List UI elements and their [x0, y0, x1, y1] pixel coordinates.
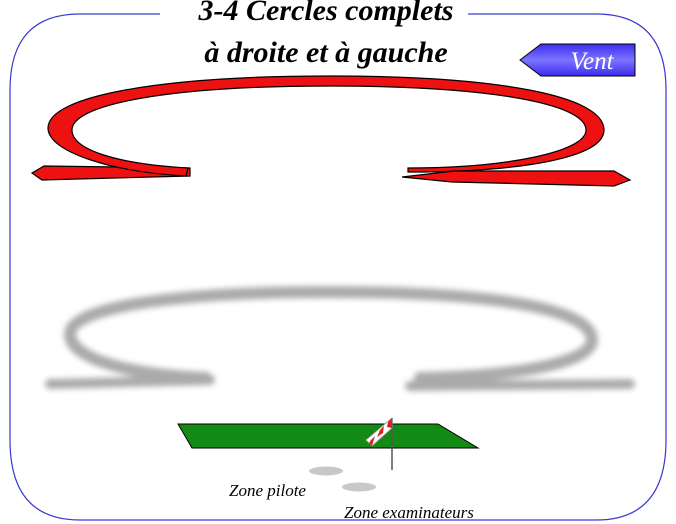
diagram-title-line-1: 3-4 Cercles complets: [198, 0, 454, 27]
zone-examiners-label: Zone examinateurs: [344, 503, 474, 522]
zone-pilot-label: Zone pilote: [229, 481, 306, 500]
flight-path-loop: [47, 75, 605, 177]
flight-path-red: [30, 75, 632, 187]
shadow-loop: [63, 285, 599, 384]
wind-label: Vent: [570, 48, 614, 75]
windsock-icon: [365, 417, 393, 470]
diagram-title-line-2: à droite et à gauche: [204, 36, 448, 69]
flight-path-shadow: [45, 285, 635, 391]
zone-examiners-marker: [342, 482, 376, 492]
runway: [177, 423, 480, 449]
wind-arrow-icon: [519, 43, 636, 77]
zone-pilot-marker: [309, 466, 343, 476]
flight-path-exit: [401, 170, 632, 187]
shadow-exit: [405, 379, 635, 391]
shadow-entry: [45, 375, 215, 389]
frame-border: [9, 13, 667, 521]
